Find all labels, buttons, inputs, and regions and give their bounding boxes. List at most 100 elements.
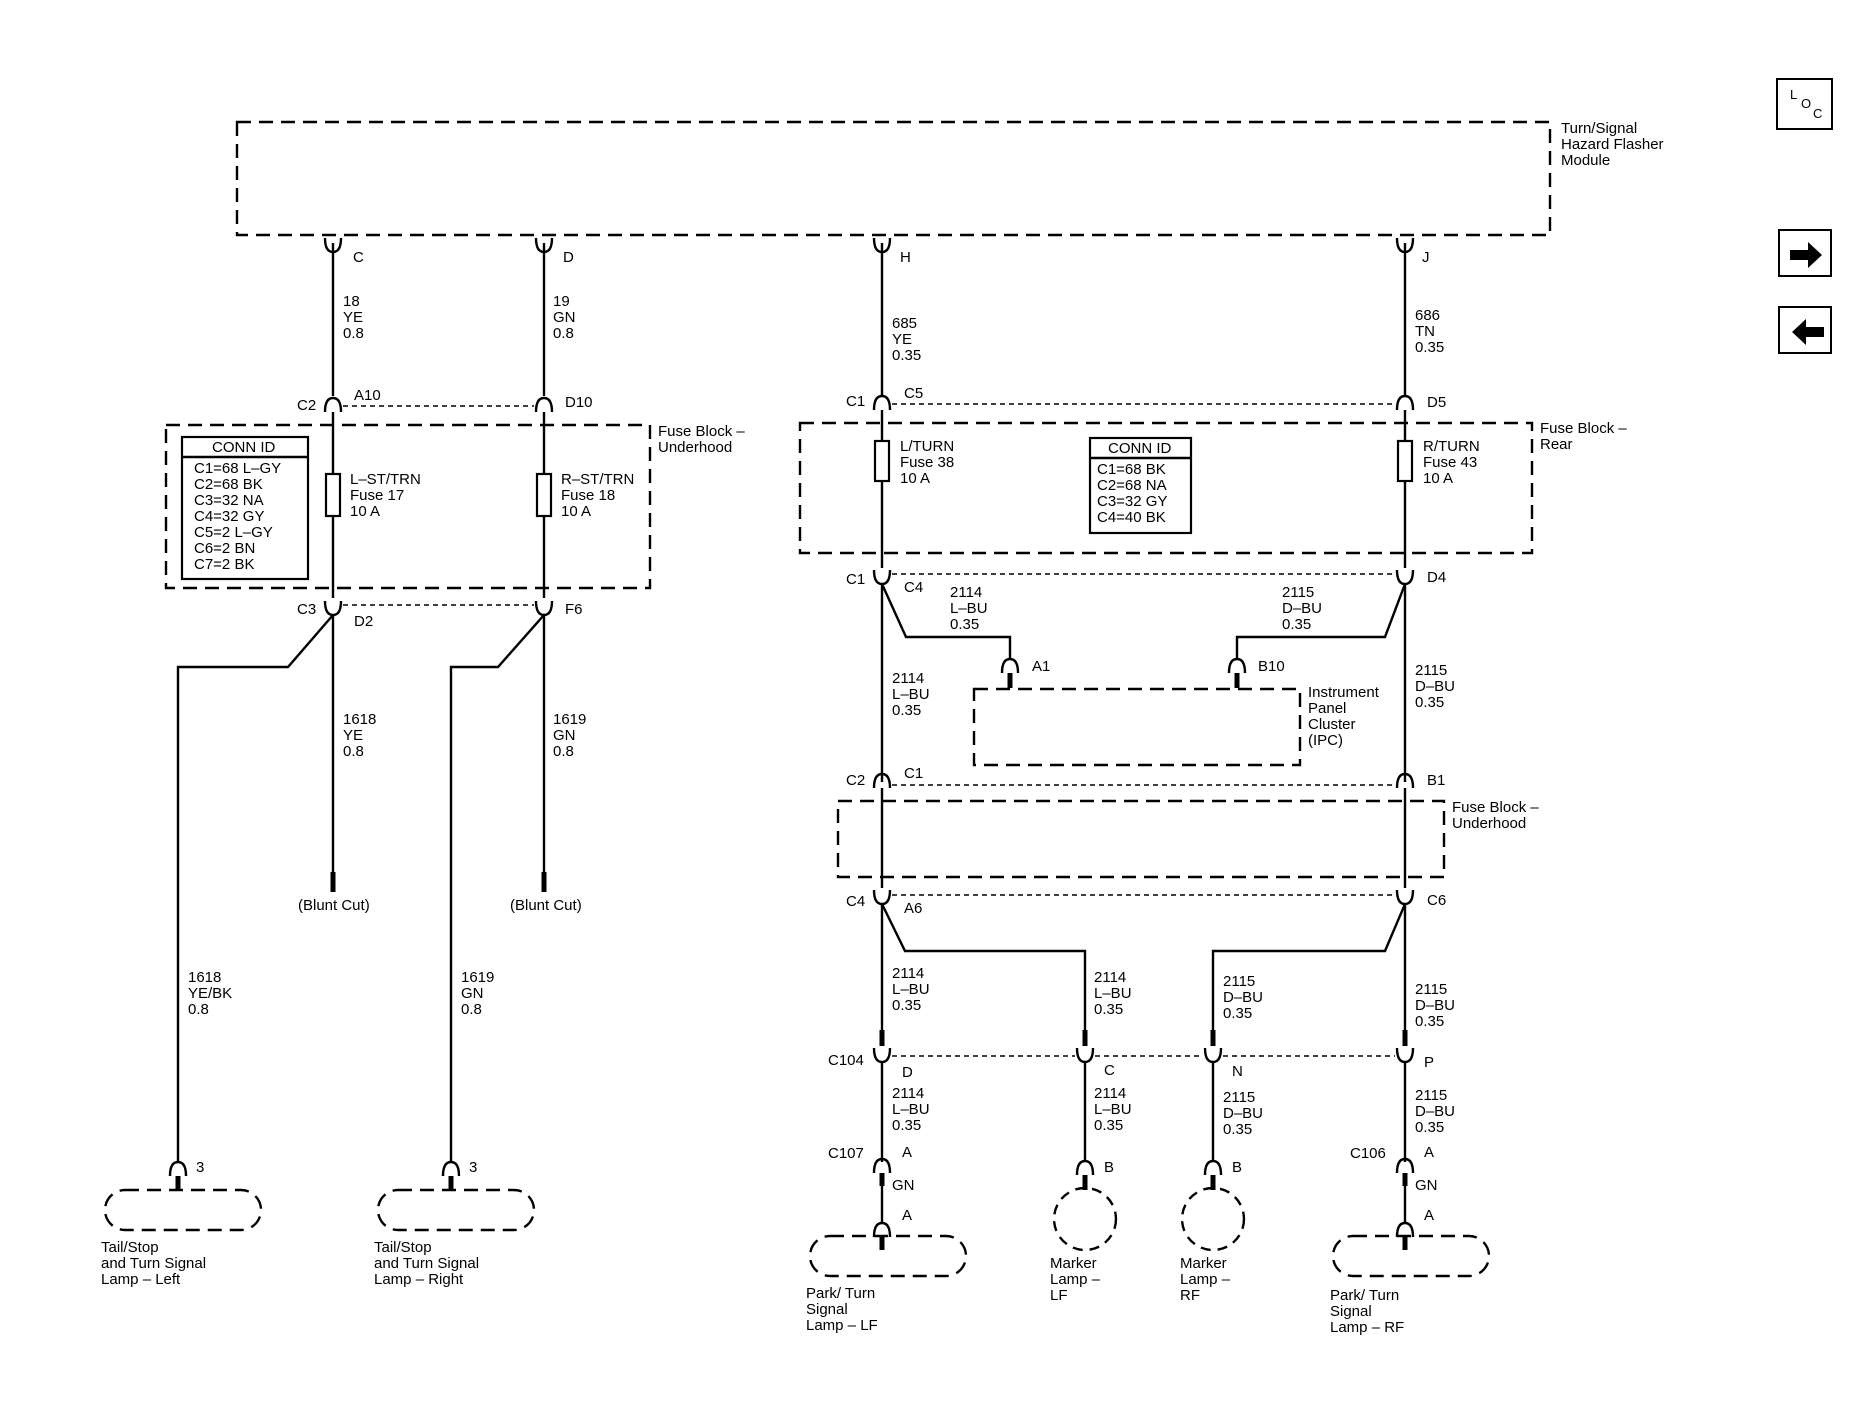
svg-text:L–BU: L–BU [1094, 985, 1132, 1002]
svg-text:D–BU: D–BU [1223, 1105, 1263, 1122]
svg-text:L–BU: L–BU [892, 981, 930, 998]
previous-page-button[interactable] [1778, 306, 1832, 354]
svg-text:CONN ID: CONN ID [212, 439, 276, 456]
module-pin-h: H [872, 237, 911, 266]
svg-text:18: 18 [343, 293, 360, 310]
svg-text:2115: 2115 [1282, 584, 1314, 601]
c106-connector: C106 A [1350, 1144, 1434, 1186]
svg-text:D2: D2 [354, 613, 373, 630]
svg-text:0.35: 0.35 [1223, 1005, 1252, 1022]
svg-text:C104: C104 [828, 1052, 864, 1069]
wire-label-1618: 1618 YE 0.8 [343, 711, 376, 760]
svg-text:686: 686 [1415, 307, 1440, 324]
svg-text:Marker: Marker [1180, 1255, 1227, 1272]
blunt-cut-right: (Blunt Cut) [510, 897, 582, 914]
svg-text:2115: 2115 [1415, 662, 1447, 679]
svg-text:B: B [1104, 1159, 1114, 1176]
fuse-18-label: R–ST/TRN Fuse 18 10 A [561, 471, 634, 520]
svg-text:0.35: 0.35 [1415, 1013, 1444, 1030]
wire-label-1618-ybk: 1618 YE/BK 0.8 [188, 969, 232, 1018]
svg-text:C6: C6 [1427, 892, 1446, 909]
svg-text:F6: F6 [565, 601, 583, 618]
svg-text:Fuse Block –: Fuse Block – [1452, 799, 1539, 816]
svg-text:2114: 2114 [1094, 1085, 1126, 1102]
wire-label-2114-main: 2114 L–BU 0.35 [892, 670, 930, 719]
svg-text:GN: GN [553, 727, 576, 744]
svg-text:Instrument: Instrument [1308, 684, 1380, 701]
fuse-block-rear-bottom-connector: C1 C4 D4 [846, 569, 1446, 596]
fuse-38-symbol [873, 439, 891, 483]
svg-text:D5: D5 [1427, 394, 1446, 411]
svg-text:1619: 1619 [461, 969, 494, 986]
svg-text:C1=68 BK: C1=68 BK [1097, 461, 1166, 478]
svg-text:Signal: Signal [806, 1301, 848, 1318]
flasher-module-box [235, 120, 1552, 237]
svg-text:685: 685 [892, 315, 917, 332]
svg-text:0.35: 0.35 [1094, 1117, 1123, 1134]
fuse-block-underhood-bottom-connector: C3 D2 F6 [297, 600, 583, 630]
svg-text:Tail/Stop: Tail/Stop [101, 1239, 159, 1256]
svg-text:2115: 2115 [1223, 973, 1255, 990]
fuse-17-label: L–ST/TRN Fuse 17 10 A [350, 471, 421, 520]
svg-text:3: 3 [196, 1159, 204, 1176]
wire-label-2114-e: 2114 L–BU 0.35 [892, 1085, 930, 1134]
wire-label-1619: 1619 GN 0.8 [553, 711, 586, 760]
svg-text:C: C [1104, 1062, 1115, 1079]
svg-text:YE: YE [892, 331, 912, 348]
svg-text:Fuse 38: Fuse 38 [900, 454, 954, 471]
wire-label-2114-c: 2114 L–BU 0.35 [892, 965, 930, 1014]
svg-text:C3=32 GY: C3=32 GY [1097, 493, 1167, 510]
svg-text:0.8: 0.8 [461, 1001, 482, 1018]
svg-text:0.8: 0.8 [343, 325, 364, 342]
svg-text:C: C [353, 249, 364, 266]
svg-text:Marker: Marker [1050, 1255, 1097, 1272]
svg-text:R–ST/TRN: R–ST/TRN [561, 471, 634, 488]
svg-text:0.8: 0.8 [343, 743, 364, 760]
svg-text:2114: 2114 [1094, 969, 1126, 986]
wire-label-2115-e: 2115 D–BU 0.35 [1223, 1089, 1263, 1138]
fuse-block-rear-top-connector: C1 C5 D5 [846, 385, 1446, 411]
svg-text:D–BU: D–BU [1415, 997, 1455, 1014]
svg-text:2114: 2114 [892, 670, 924, 687]
svg-text:0.8: 0.8 [188, 1001, 209, 1018]
svg-text:0.35: 0.35 [892, 997, 921, 1014]
svg-text:0.35: 0.35 [892, 347, 921, 364]
wire-label-686: 686 TN 0.35 [1415, 307, 1444, 356]
next-page-button[interactable] [1778, 229, 1832, 277]
svg-text:Turn/Signal: Turn/Signal [1561, 120, 1637, 137]
svg-text:RF: RF [1180, 1287, 1200, 1304]
module-pin-j: J [1395, 237, 1430, 266]
wire-label-685: 685 YE 0.35 [892, 315, 921, 364]
svg-text:Signal: Signal [1330, 1303, 1372, 1320]
loc-button[interactable]: L O C [1776, 78, 1833, 130]
fuse-17-symbol [324, 472, 342, 518]
svg-text:3: 3 [469, 1159, 477, 1176]
svg-text:H: H [900, 249, 911, 266]
svg-text:0.8: 0.8 [553, 743, 574, 760]
wire-label-2115-ipc: 2115 D–BU 0.35 [1282, 584, 1322, 633]
svg-text:L–ST/TRN: L–ST/TRN [350, 471, 421, 488]
svg-text:L–BU: L–BU [1094, 1101, 1132, 1118]
svg-text:B: B [1232, 1159, 1242, 1176]
svg-text:Lamp – Left: Lamp – Left [101, 1271, 181, 1288]
svg-text:2114: 2114 [892, 965, 924, 982]
svg-text:YE/BK: YE/BK [188, 985, 232, 1002]
svg-text:C106: C106 [1350, 1145, 1386, 1162]
wire-label-19: 19 GN 0.8 [553, 293, 576, 342]
svg-text:(IPC): (IPC) [1308, 732, 1343, 749]
svg-text:B10: B10 [1258, 658, 1285, 675]
svg-text:0.35: 0.35 [892, 702, 921, 719]
svg-text:A: A [1424, 1144, 1434, 1161]
loc-letter-c: C [1813, 106, 1823, 121]
svg-text:1618: 1618 [188, 969, 221, 986]
svg-text:D–BU: D–BU [1223, 989, 1263, 1006]
svg-text:10 A: 10 A [561, 503, 591, 520]
svg-text:Park/ Turn: Park/ Turn [1330, 1287, 1399, 1304]
svg-text:C1: C1 [904, 765, 923, 782]
wire-label-2114-ipc: 2114 L–BU 0.35 [950, 584, 988, 633]
svg-text:D–BU: D–BU [1415, 1103, 1455, 1120]
wire-2114-to-ipc [880, 583, 1012, 660]
svg-text:Cluster: Cluster [1308, 716, 1356, 733]
wire-label-2115-c: 2115 D–BU 0.35 [1223, 973, 1263, 1022]
